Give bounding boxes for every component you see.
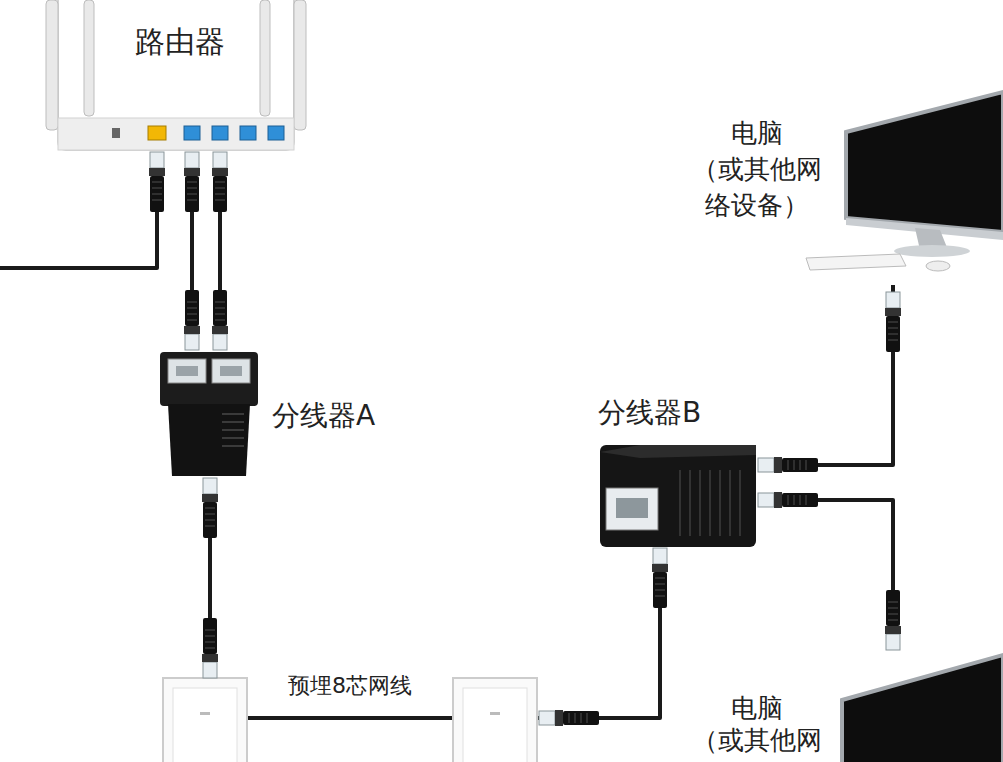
node-heading: 电脑 [687, 692, 827, 724]
router-antenna [46, 0, 58, 130]
wan-port [148, 126, 166, 140]
router-power-jack [112, 128, 120, 138]
rj45-plug [885, 292, 901, 352]
wall-socket [453, 678, 537, 762]
splitter-a-picture [160, 352, 258, 476]
splitter-body [600, 445, 756, 547]
node-heading: 分线器A [272, 398, 375, 434]
monitor-screen [842, 655, 1003, 762]
splitter-b-node: 分线器B [598, 443, 758, 548]
socket-face [463, 688, 527, 762]
wall-socket [163, 678, 247, 762]
router-antenna [84, 0, 94, 116]
lan-port [240, 126, 256, 140]
router-body [58, 0, 294, 150]
rj45-plug [202, 618, 218, 678]
router-port-panel [58, 118, 294, 150]
rj45-plug [212, 152, 228, 212]
router-antenna [294, 0, 306, 130]
splitter-port-contact [616, 498, 648, 518]
computer-node: 电脑（或其他网络设备） [685, 85, 1003, 285]
rj45-plug [149, 152, 165, 212]
splitter-port [606, 488, 658, 530]
splitter-port [168, 359, 206, 383]
socket-slot [200, 712, 210, 715]
splitter-port-contact [176, 366, 198, 376]
node-heading: 路由器 [48, 22, 312, 62]
router-picture [46, 0, 306, 150]
node-heading: 电脑 [687, 115, 827, 151]
node-heading: 分线器B [598, 395, 701, 431]
splitter-top [600, 445, 756, 458]
computer-picture [806, 92, 1003, 271]
splitter-a-node: 分线器A [158, 350, 260, 478]
network-cable [758, 285, 893, 465]
rj45-plug [202, 478, 218, 538]
rj45-plug [539, 710, 599, 726]
cable-label: 预埋8芯网线 [284, 671, 416, 701]
splitter-ridges [222, 414, 244, 446]
splitter-port-contact [220, 366, 242, 376]
lan-port [184, 126, 200, 140]
rj45-plug [184, 290, 200, 350]
keyboard [806, 254, 906, 270]
wan-cable [0, 152, 157, 268]
splitter-trunk [168, 404, 250, 476]
mouse [926, 261, 950, 271]
socket-slot [490, 712, 500, 715]
lan-port [212, 126, 228, 140]
node-body: （或其他网 [687, 724, 827, 756]
socket-face [173, 688, 237, 762]
computer-picture [842, 655, 1003, 762]
socket-plate [163, 678, 247, 762]
rj45-plug [212, 290, 228, 350]
rj45-plug [885, 590, 901, 650]
computer-node: 电脑（或其他网 [685, 650, 1003, 762]
lan-port [268, 126, 284, 140]
monitor-screen [846, 92, 1003, 232]
splitter-body [160, 352, 258, 406]
edge-label-holder: 预埋8芯网线 [284, 671, 416, 701]
splitter-port [212, 359, 250, 383]
splitter-ridges [680, 470, 740, 536]
rj45-plug [758, 492, 818, 508]
network-cable [210, 478, 660, 718]
router-node: 路由器 [48, 0, 312, 152]
router-antenna [260, 0, 270, 116]
rj45-plug [184, 152, 200, 212]
node-body: （或其他网络设备） [687, 151, 827, 223]
monitor-base [894, 245, 970, 257]
rj45-plug [758, 457, 818, 473]
socket-plate [453, 678, 537, 762]
splitter-b-picture [600, 445, 756, 547]
rj45-plug [652, 548, 668, 608]
network-cable [758, 500, 893, 650]
